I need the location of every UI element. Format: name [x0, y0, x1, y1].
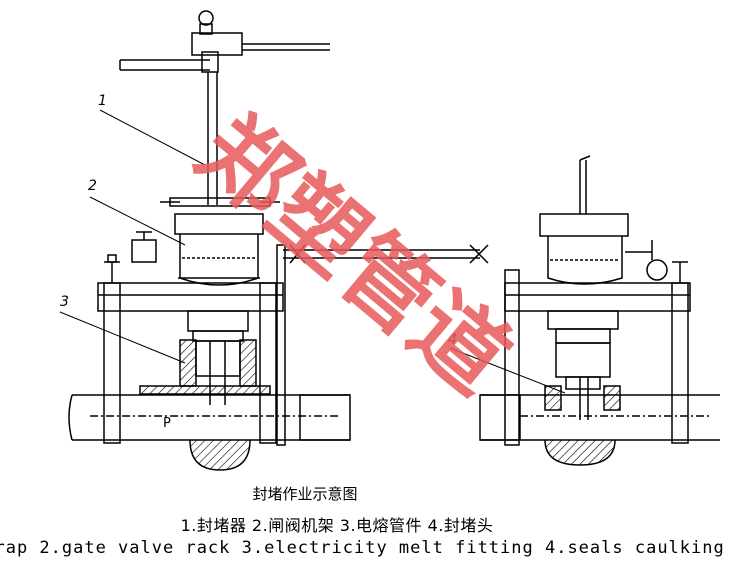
- svg-text:郑塑管道: 郑塑管道: [178, 96, 529, 415]
- pipe-label: P: [163, 416, 171, 431]
- right-plugging-assembly: [479, 155, 720, 466]
- callout-2: 2: [88, 178, 97, 194]
- callout-1: 1: [98, 93, 107, 109]
- left-plugging-assembly: [68, 10, 489, 471]
- plugging-diagram: 1 2 3 4 P 郑塑管道: [59, 10, 720, 471]
- callout-3: 3: [60, 294, 69, 310]
- watermark: 郑塑管道: [178, 96, 529, 415]
- callout-4: 4: [448, 332, 457, 348]
- diagram-title: 封堵作业示意图: [252, 485, 358, 503]
- callout-leaders: [59, 109, 566, 394]
- legend-english: 1.rap 2.gate valve rack 3.electricity me…: [0, 538, 725, 558]
- legend-chinese: 1.封堵器 2.闸阀机架 3.电熔管件 4.封堵头: [180, 516, 494, 535]
